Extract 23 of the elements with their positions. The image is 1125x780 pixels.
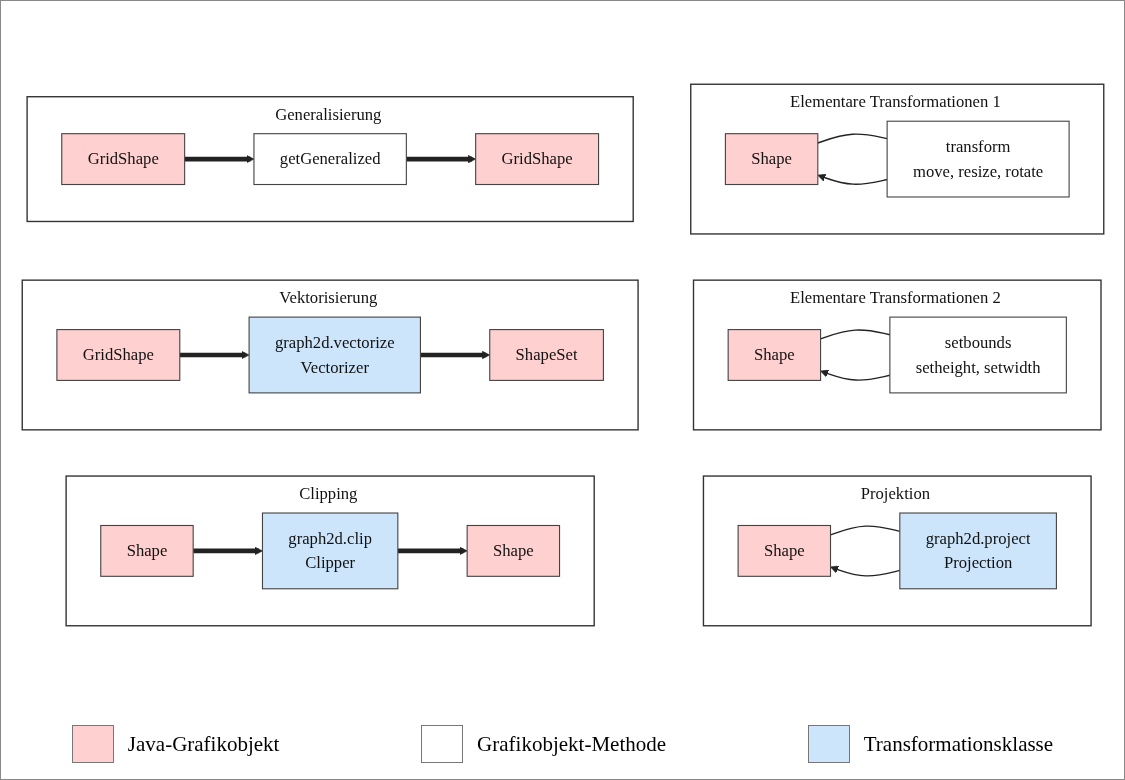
node-box: graph2d.project Projection [898, 512, 1057, 590]
arrow [419, 350, 490, 360]
legend-label: Transformationsklasse [863, 731, 1054, 757]
arrow [179, 350, 249, 360]
node-box: GridShape [55, 329, 180, 381]
node-box: getGeneralized [252, 133, 407, 186]
node-box: GridShape [474, 133, 599, 186]
node-box: setbounds setheight, setwidth [888, 316, 1067, 394]
node-box: Shape [727, 329, 821, 381]
arrow [184, 155, 254, 164]
arrow [405, 155, 476, 164]
node-box: ShapeSet [488, 329, 604, 381]
node-box: transform move, resize, rotate [886, 120, 1070, 198]
node-box: Shape [737, 524, 831, 577]
node-box: GridShape [60, 133, 185, 186]
node-box: Shape [99, 524, 194, 577]
node-box: graph2d.vectorize Vectorizer [248, 316, 421, 394]
legend-label: Java-Grafikobjekt [127, 731, 280, 757]
legend-label: Grafikobjekt-Methode [477, 731, 667, 757]
arrow [397, 546, 467, 555]
node-box: Shape [466, 524, 560, 577]
node-box: graph2d.clip Clipper [261, 512, 398, 590]
node-box: Shape [724, 133, 818, 186]
